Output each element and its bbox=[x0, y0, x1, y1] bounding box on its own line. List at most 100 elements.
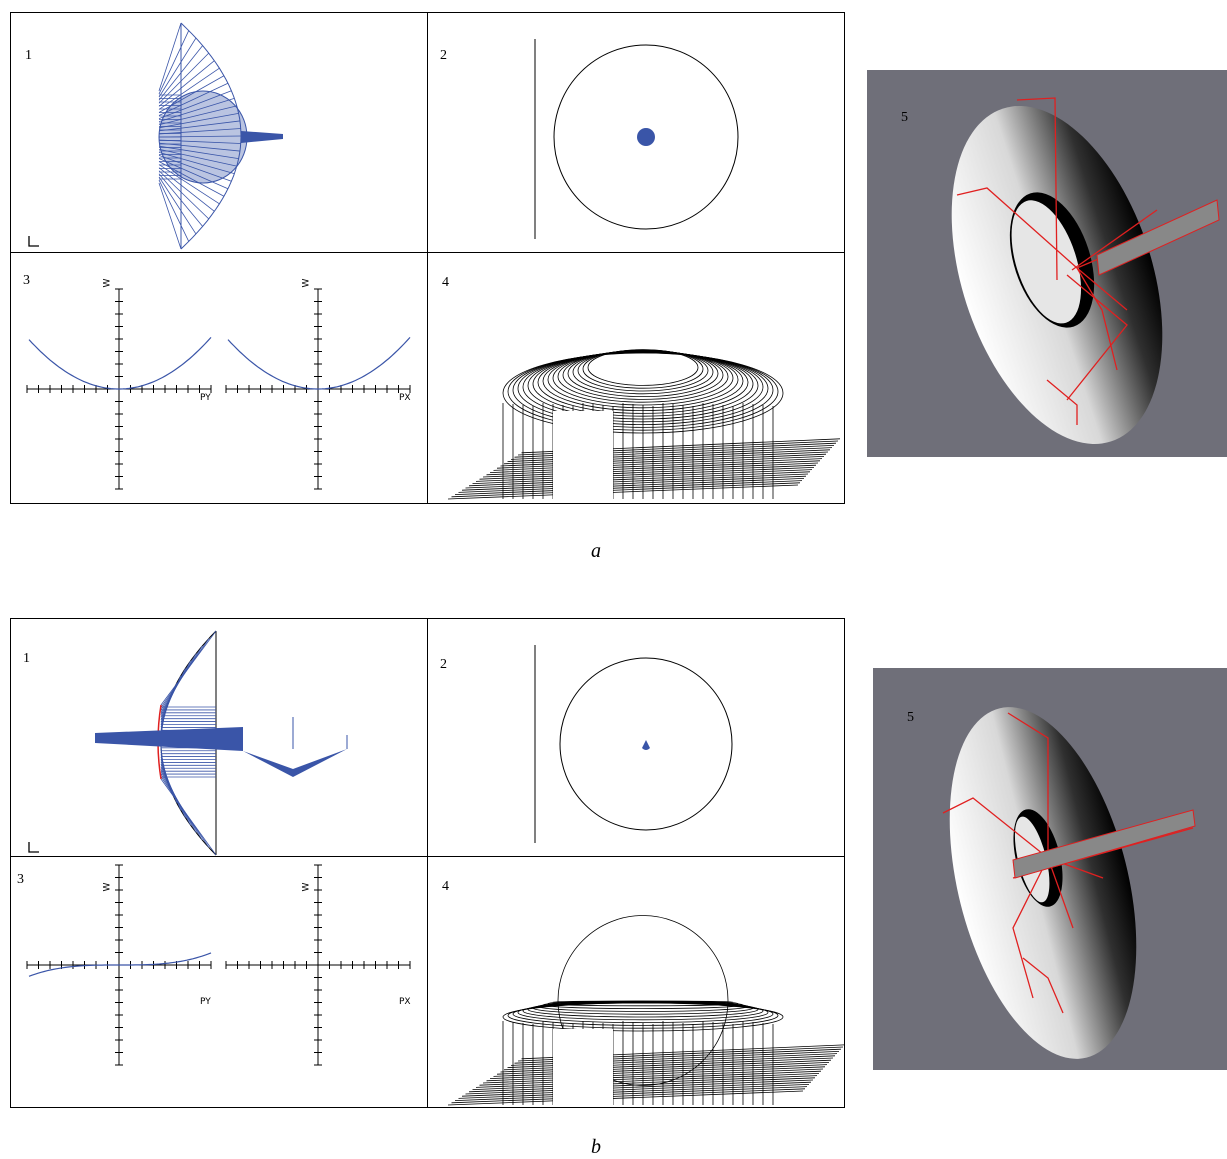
aberration-curve bbox=[28, 336, 212, 390]
floor-line bbox=[454, 480, 803, 495]
ray bbox=[158, 22, 182, 92]
ray bbox=[158, 67, 220, 110]
panel-label: 5 bbox=[901, 110, 908, 125]
surface-contour bbox=[532, 1001, 754, 1015]
ray-trace-svg bbox=[28, 630, 348, 856]
wall-gap bbox=[553, 411, 613, 499]
axis-px-label: PX bbox=[399, 997, 411, 1007]
ray bbox=[158, 37, 197, 98]
grid-divider-horizontal bbox=[11, 856, 844, 857]
render-a5-3d-view: 5 bbox=[867, 70, 1227, 457]
render-3d-svg bbox=[942, 707, 1196, 1059]
ray-trace-svg bbox=[28, 22, 283, 250]
axis-px-label: PX bbox=[399, 393, 411, 403]
ray bbox=[158, 45, 203, 101]
floor-line bbox=[482, 462, 819, 478]
figure-b-grid: 1 2 3 W W PY PX 4 bbox=[10, 618, 845, 1108]
ray bbox=[1047, 857, 1074, 929]
panel-label: 3 bbox=[23, 273, 30, 288]
render-3d-svg bbox=[951, 97, 1220, 445]
grid-divider-vertical bbox=[427, 13, 428, 503]
floor-line bbox=[500, 451, 829, 467]
floor-line bbox=[489, 1064, 828, 1079]
ray bbox=[158, 182, 182, 250]
panel-a4-intensity-3d: 4 bbox=[428, 253, 844, 503]
floor-line bbox=[496, 1059, 832, 1075]
floor-line bbox=[486, 1066, 826, 1082]
ray bbox=[158, 176, 197, 235]
spot-diagram-svg bbox=[534, 645, 733, 843]
floor-line bbox=[468, 471, 811, 487]
ray bbox=[158, 128, 241, 135]
aberration-curve bbox=[28, 952, 212, 977]
floor-line bbox=[465, 473, 809, 489]
floor-line bbox=[465, 1079, 814, 1095]
panel-label: 2 bbox=[440, 48, 447, 63]
caption-a: a bbox=[591, 540, 601, 562]
airy-circle bbox=[553, 44, 739, 230]
floor-line bbox=[500, 1057, 834, 1073]
aberration-plot-svg bbox=[26, 864, 411, 1066]
floor-line bbox=[447, 1090, 804, 1106]
figure-a-grid: 1 2 3 W W PY PX 4 bbox=[10, 12, 845, 504]
output-beam bbox=[95, 727, 243, 751]
ray bbox=[158, 167, 215, 212]
ray bbox=[1016, 97, 1058, 281]
ray bbox=[942, 797, 1049, 859]
panel-label: 4 bbox=[442, 879, 449, 894]
ray bbox=[1007, 712, 1049, 858]
ray bbox=[158, 120, 240, 132]
ray bbox=[1066, 274, 1128, 401]
ray bbox=[158, 97, 235, 123]
ray bbox=[1046, 379, 1078, 425]
wall-gap bbox=[553, 1029, 613, 1105]
ray bbox=[158, 179, 190, 242]
ray bbox=[1071, 209, 1158, 271]
floor-line bbox=[489, 458, 823, 473]
coordinate-icon bbox=[28, 236, 39, 247]
floor-line bbox=[468, 1077, 816, 1093]
ray bbox=[158, 173, 203, 227]
panel-b2-spot-diagram: 2 bbox=[428, 619, 844, 856]
floor-line bbox=[493, 1062, 830, 1077]
beam-tube bbox=[1096, 199, 1220, 276]
intensity-surface-svg bbox=[447, 915, 844, 1106]
floor-line bbox=[458, 478, 805, 493]
floor-line bbox=[479, 1070, 822, 1086]
ray bbox=[158, 105, 237, 126]
axis-w-label: W bbox=[102, 882, 113, 892]
axis-py-label: PY bbox=[200, 997, 211, 1007]
spot bbox=[642, 740, 650, 750]
ray bbox=[158, 164, 220, 205]
secondary-mirror bbox=[158, 90, 248, 184]
panel-label: 1 bbox=[23, 651, 30, 666]
panel-label: 2 bbox=[440, 657, 447, 672]
axis-w-label: W bbox=[102, 278, 113, 288]
beam-tube bbox=[1012, 809, 1196, 879]
ray bbox=[158, 90, 232, 119]
axis-w-label: W bbox=[301, 278, 312, 288]
panel-a3-aberration-plots: 3 W W PY PX bbox=[11, 253, 427, 503]
ray bbox=[158, 158, 229, 190]
ray bbox=[1012, 867, 1044, 999]
axis-py-label: PY bbox=[200, 393, 211, 403]
floor-line bbox=[472, 469, 813, 484]
airy-circle bbox=[559, 657, 733, 831]
ray bbox=[158, 145, 239, 159]
ray bbox=[160, 778, 217, 856]
ray bbox=[158, 142, 240, 152]
aberration-plot-svg bbox=[26, 288, 411, 490]
floor-line bbox=[475, 467, 815, 482]
ray bbox=[158, 151, 235, 175]
surface-contour bbox=[557, 915, 729, 1086]
ray bbox=[158, 155, 232, 182]
ray bbox=[1076, 267, 1128, 311]
panel-a1-ray-trace: 1 bbox=[11, 13, 427, 252]
spot-diagram-svg bbox=[534, 39, 739, 239]
ray bbox=[158, 113, 239, 129]
intensity-surface-svg bbox=[447, 349, 841, 500]
grid-divider-vertical bbox=[427, 619, 428, 1107]
floor-line bbox=[454, 1086, 808, 1101]
output-beam bbox=[241, 131, 283, 143]
surface-contour bbox=[587, 349, 699, 386]
